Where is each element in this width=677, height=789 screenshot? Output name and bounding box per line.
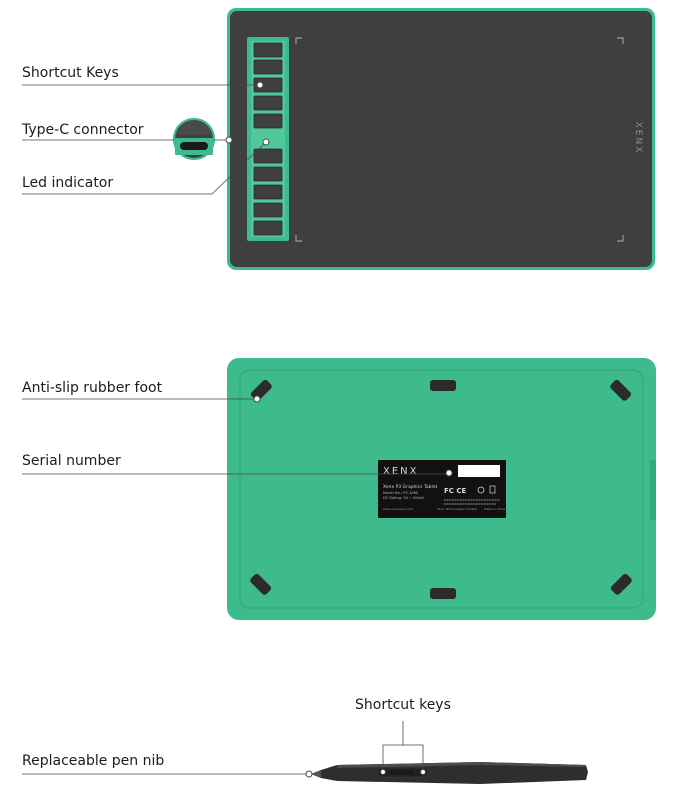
tablet-back: XENX Xenx P3 Graphics Tablet Model No.: … xyxy=(227,358,656,620)
back-callout-dots xyxy=(253,395,453,477)
rubber-feet xyxy=(250,379,632,599)
front-callout-dots xyxy=(225,81,270,146)
label-serial-number: Serial number xyxy=(22,453,121,469)
pen-body xyxy=(311,762,588,784)
shortcut-key xyxy=(253,220,283,236)
serial-dc-rating: DC Rating: 5V ⎓ 50mA xyxy=(383,496,424,500)
rubber-foot xyxy=(610,573,632,595)
shortcut-key xyxy=(253,42,283,58)
label-anti-slip-foot: Anti-slip rubber foot xyxy=(22,380,163,396)
shortcut-key xyxy=(253,148,283,164)
shortcut-key xyxy=(253,95,283,111)
tablet-front-surface xyxy=(230,11,652,267)
serial-number-label: XENX Xenx P3 Graphics Tablet Model No.: … xyxy=(378,460,506,518)
cert-circle-icon xyxy=(477,486,485,494)
type-c-connector-zoom xyxy=(173,118,215,160)
serial-origin: Made in China xyxy=(484,507,506,511)
label-led-indicator: Led indicator xyxy=(22,175,114,191)
front-callout-lines xyxy=(22,84,266,195)
weee-bin-icon xyxy=(489,485,496,494)
shortcut-key xyxy=(253,202,283,218)
rubber-foot xyxy=(610,379,632,401)
tablet-front: XENX xyxy=(227,8,655,270)
rubber-foot xyxy=(430,380,456,391)
serial-model-no: Model No.: P3-1060 xyxy=(383,491,419,495)
serial-brand-logo: XENX xyxy=(383,466,419,477)
serial-website: www.xenx-tech.com xyxy=(383,507,413,511)
stylus-pen xyxy=(311,762,588,784)
leader-led xyxy=(22,142,266,195)
usb-c-port xyxy=(180,142,208,150)
shortcut-key xyxy=(253,59,283,75)
rubber-foot xyxy=(430,588,456,599)
serial-barcode-area xyxy=(458,465,500,477)
active-area-corners xyxy=(295,37,624,242)
serial-cert-marks: FC CE xyxy=(444,487,466,495)
rubber-foot xyxy=(250,573,272,595)
label-pen-shortcut-keys: Shortcut keys xyxy=(355,697,451,713)
tablet-back-inset xyxy=(239,369,644,609)
pen-nib xyxy=(311,770,321,778)
pen-callout-lines xyxy=(22,721,424,775)
rubber-foot xyxy=(250,379,272,401)
back-callout-lines xyxy=(22,398,448,475)
label-type-c-connector: Type-C connector xyxy=(22,122,144,138)
pen-highlight xyxy=(337,762,586,768)
shortcut-key xyxy=(253,166,283,182)
serial-product-name: Xenx P3 Graphics Tablet xyxy=(383,484,438,490)
shortcut-keys xyxy=(253,42,283,236)
label-shortcut-keys: Shortcut Keys xyxy=(22,65,119,81)
front-brand-logo: XENX xyxy=(633,122,643,155)
shortcut-key xyxy=(253,113,283,129)
pen-callout-dots xyxy=(305,769,426,778)
shortcut-key xyxy=(253,184,283,200)
label-pen-nib: Replaceable pen nib xyxy=(22,753,165,769)
serial-company: Xenx Technologies Limited xyxy=(437,507,477,511)
